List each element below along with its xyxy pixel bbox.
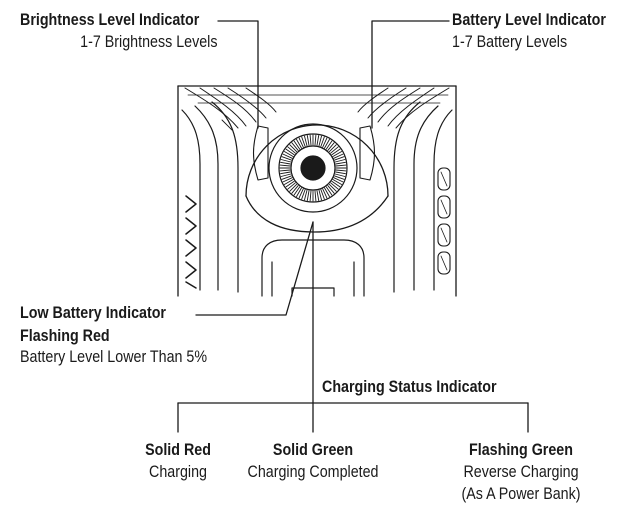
knurl-line [332, 179, 343, 185]
knurl-line [328, 144, 337, 153]
knurl-line [324, 138, 330, 149]
knurl-line [334, 173, 346, 177]
device-head [177, 85, 457, 297]
knurl-line [322, 137, 328, 148]
knurl-line [316, 135, 320, 146]
knurl-line [280, 161, 291, 165]
knurl-line [309, 134, 312, 146]
low-battery-indicator-title: Low Battery Indicator [20, 303, 167, 322]
head-fins [184, 87, 450, 129]
knurl-line [334, 156, 345, 161]
knurl-line [298, 188, 304, 199]
knurl-line [332, 151, 343, 157]
knurl-line [282, 153, 293, 159]
knurl-line [327, 142, 335, 151]
knurl-line [279, 164, 291, 167]
knurl-line [306, 135, 310, 146]
knurl-line [283, 151, 294, 157]
knurl-line [280, 173, 292, 177]
knurl-line [289, 144, 298, 153]
knurl-line [293, 140, 301, 150]
knurl-line [331, 148, 341, 156]
knurl-line [287, 146, 296, 154]
knurl-line [325, 140, 333, 150]
knurl-line [331, 180, 341, 188]
brightness-leader [217, 20, 259, 129]
battery-indicator-title: Battery Level Indicator [452, 10, 606, 29]
knurl-line [334, 159, 346, 163]
knurl-line [324, 187, 330, 198]
left-grip [181, 101, 239, 293]
knurl-line [285, 148, 295, 156]
knurl-line [320, 136, 325, 147]
knurl-line [320, 189, 325, 200]
knurl-line [296, 138, 302, 149]
knurl-line [301, 189, 306, 200]
knurl-line [335, 171, 346, 175]
power-switch [268, 123, 358, 213]
charging-option-state: Solid Red [145, 440, 211, 459]
knurl-line [281, 156, 292, 161]
callout-lines [177, 20, 529, 433]
knurl-line [289, 183, 298, 192]
knurl-line [304, 189, 308, 201]
knurl-line [314, 134, 317, 146]
knurl-line [335, 169, 347, 172]
knurl-line [306, 190, 310, 201]
knurl-line [328, 183, 337, 192]
right-grip [393, 101, 453, 293]
battery-indicator-detail: 1-7 Battery Levels [452, 32, 568, 51]
knurl-line [325, 186, 333, 196]
charging-status-title: Charging Status Indicator [322, 377, 497, 396]
battery-leader [371, 20, 450, 129]
knurl-line [304, 135, 308, 147]
knurl-line [280, 159, 292, 163]
switch-knurl [279, 134, 347, 202]
charging-option-meaning: Charging Completed [247, 462, 379, 481]
knurl-line [335, 161, 346, 165]
charging-option-meaning: Reverse Charging [463, 462, 579, 481]
knurl-line [314, 190, 317, 202]
charging-option-state: Solid Green [272, 440, 354, 459]
knurl-line [281, 175, 292, 180]
knurl-line [280, 171, 291, 175]
knurl-line [287, 182, 296, 190]
low-battery-indicator-state: Flashing Red [20, 326, 110, 345]
brightness-indicator-detail: 1-7 Brightness Levels [79, 32, 217, 51]
charging-option-state: Flashing Green [469, 440, 573, 459]
knurl-line [330, 182, 339, 190]
knurl-line [327, 185, 335, 194]
body-text [185, 195, 197, 289]
knurl-line [301, 136, 306, 147]
knurl-line [322, 188, 328, 199]
knurl-line [291, 142, 299, 151]
charging-option-note: (As A Power Bank) [461, 484, 581, 503]
knurl-line [282, 177, 293, 183]
knurl-line [318, 135, 322, 147]
knurl-line [291, 185, 299, 194]
knurl-line [333, 153, 344, 159]
knurl-line [316, 190, 320, 201]
low-battery-leader [195, 221, 314, 316]
knurl-line [285, 180, 295, 188]
knurl-line [333, 177, 344, 183]
knurl-line [335, 164, 347, 167]
knurl-line [334, 175, 345, 180]
knurl-line [318, 189, 322, 201]
knurl-line [293, 186, 301, 196]
right-knurl-pads [437, 167, 451, 275]
knurl-line [330, 146, 339, 154]
brightness-indicator-title: Brightness Level Indicator [20, 10, 200, 29]
knurl-line [296, 187, 302, 198]
knurl-line [298, 137, 304, 148]
low-battery-indicator-detail: Battery Level Lower Than 5% [20, 347, 208, 366]
charging-option-meaning: Charging [149, 462, 207, 481]
knurl-line [309, 190, 312, 202]
knurl-line [279, 169, 291, 172]
indicator-ring [245, 124, 389, 233]
knurl-line [283, 179, 294, 185]
